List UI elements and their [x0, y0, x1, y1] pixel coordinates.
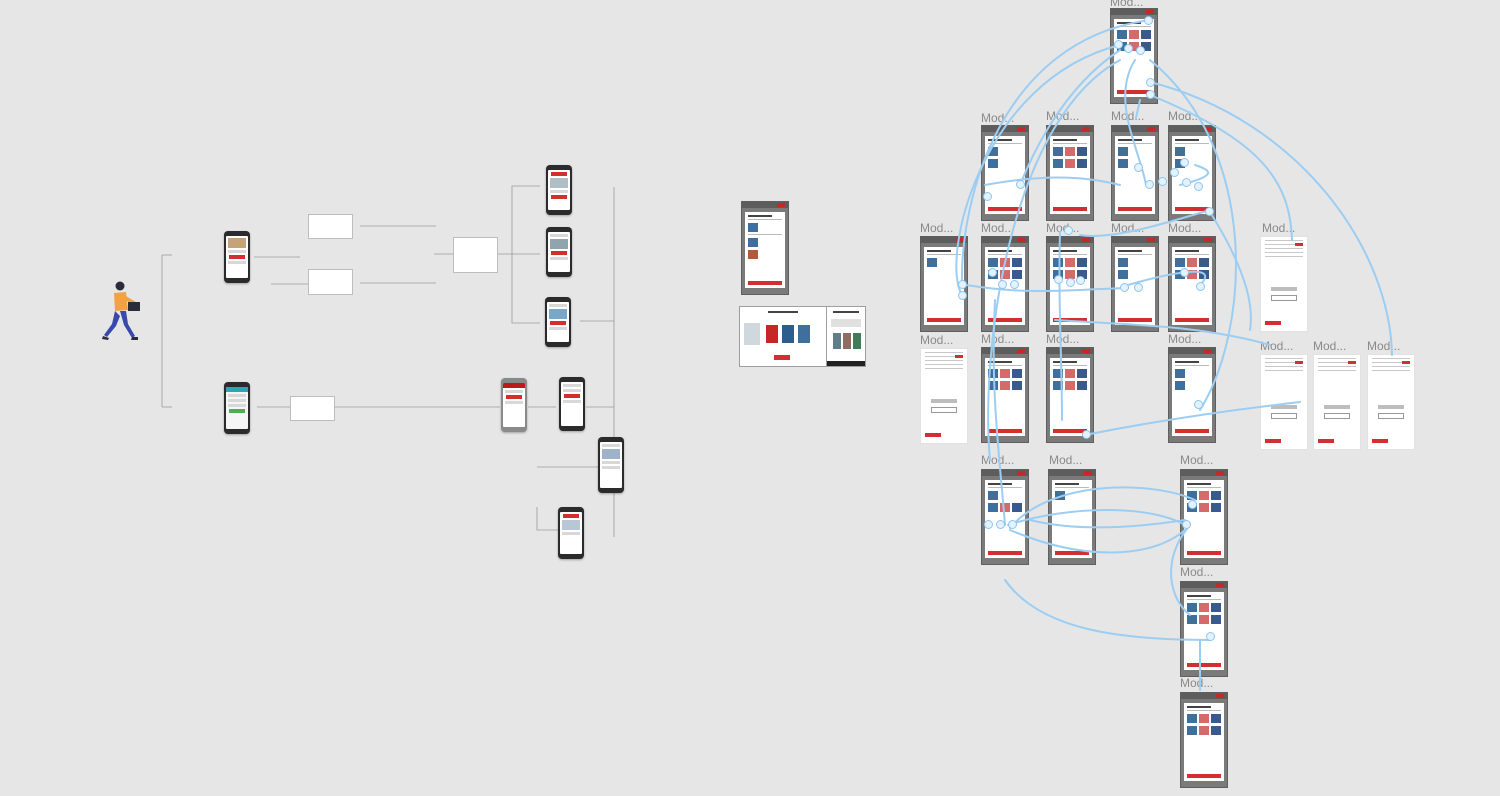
frame-title: Mod...	[981, 221, 1015, 235]
frame-title: Mod...	[981, 111, 1015, 125]
connector-node-icon[interactable]	[984, 520, 993, 529]
frame-title: Mod...	[1313, 339, 1347, 353]
connector-node-icon[interactable]	[1134, 283, 1143, 292]
cart-frame[interactable]	[920, 348, 968, 444]
connector-node-icon[interactable]	[1066, 278, 1075, 287]
frame-title: Mod...	[1049, 453, 1083, 467]
connector-node-icon[interactable]	[1194, 182, 1203, 191]
cart-frame[interactable]	[1313, 354, 1361, 450]
phone-screen-checkout[interactable]	[598, 437, 624, 493]
frame-title: Mod...	[1262, 221, 1296, 235]
prototype-frame[interactable]	[981, 125, 1029, 221]
connector-node-icon[interactable]	[998, 280, 1007, 289]
frame-title: Mod...	[1111, 221, 1145, 235]
frame-title: Mod...	[920, 333, 954, 347]
phone-screen-product[interactable]	[546, 165, 572, 215]
connector-node-icon[interactable]	[958, 280, 967, 289]
connector-node-icon[interactable]	[1114, 40, 1123, 49]
connector-node-icon[interactable]	[996, 520, 1005, 529]
connector-node-icon[interactable]	[1016, 180, 1025, 189]
cart-frame[interactable]	[1367, 354, 1415, 450]
connector-node-icon[interactable]	[983, 192, 992, 201]
connector-node-icon[interactable]	[1180, 268, 1189, 277]
phone-screen-app[interactable]	[224, 382, 250, 434]
phone-screen-detail[interactable]	[545, 297, 571, 347]
frame-title: Mod...	[1046, 332, 1080, 346]
prototype-frame[interactable]	[1180, 692, 1228, 788]
connector-node-icon[interactable]	[1194, 400, 1203, 409]
connector-node-icon[interactable]	[958, 291, 967, 300]
frame-title: Mod...	[1111, 109, 1145, 123]
connector-node-icon[interactable]	[1188, 500, 1197, 509]
recommendation-popup-alt[interactable]	[826, 306, 866, 367]
connector-node-icon[interactable]	[1205, 207, 1214, 216]
prototype-frame[interactable]	[1168, 347, 1216, 443]
connector-node-icon[interactable]	[1054, 275, 1063, 284]
connector-node-icon[interactable]	[1136, 46, 1145, 55]
recommendation-popup[interactable]	[739, 306, 827, 367]
prototype-frame[interactable]	[1046, 347, 1094, 443]
connector-node-icon[interactable]	[1120, 283, 1129, 292]
phone-screen-confirm[interactable]	[558, 507, 584, 559]
flow-step-box[interactable]	[308, 214, 353, 239]
frame-title: Mod...	[1168, 332, 1202, 346]
prototype-frame[interactable]	[1180, 581, 1228, 677]
connector-node-icon[interactable]	[1182, 178, 1191, 187]
frame-title: Mod...	[1180, 676, 1214, 690]
frame-title: Mod...	[1180, 565, 1214, 579]
connector-node-icon[interactable]	[1082, 430, 1091, 439]
frame-title: Mod...	[1260, 339, 1294, 353]
connector-node-icon[interactable]	[988, 268, 997, 277]
connector-node-icon[interactable]	[1134, 163, 1143, 172]
connector-node-icon[interactable]	[1158, 177, 1167, 186]
cart-frame[interactable]	[1260, 354, 1308, 450]
prototype-frame[interactable]	[1048, 469, 1096, 565]
cart-frame[interactable]	[1260, 236, 1308, 332]
frame-title: Mod...	[1367, 339, 1401, 353]
phone-screen-home[interactable]	[224, 231, 250, 283]
connector-node-icon[interactable]	[1196, 282, 1205, 291]
shopper-with-basket-icon	[102, 281, 140, 340]
connector-node-icon[interactable]	[1144, 16, 1153, 25]
prototype-frame[interactable]	[1180, 469, 1228, 565]
connector-node-icon[interactable]	[1064, 226, 1073, 235]
flow-step-box[interactable]	[308, 269, 353, 295]
frame-title: Mod...	[1046, 109, 1080, 123]
connector-node-icon[interactable]	[1008, 520, 1017, 529]
prototype-frame[interactable]	[981, 469, 1029, 565]
connector-node-icon[interactable]	[1145, 180, 1154, 189]
frame-title: Mod...	[1168, 221, 1202, 235]
connector-node-icon[interactable]	[1124, 44, 1133, 53]
frame-title: Mod...	[1110, 0, 1144, 9]
connector-node-icon[interactable]	[1146, 90, 1155, 99]
connector-node-icon[interactable]	[1076, 276, 1085, 285]
connector-node-icon[interactable]	[1146, 78, 1155, 87]
modal-preview-frame[interactable]	[741, 201, 789, 295]
prototype-frame[interactable]	[1046, 125, 1094, 221]
frame-title: Mod...	[981, 332, 1015, 346]
prototype-frame[interactable]	[1168, 236, 1216, 332]
connector-node-icon[interactable]	[1206, 632, 1215, 641]
flow-step-box[interactable]	[453, 237, 498, 273]
prototype-frame[interactable]	[981, 347, 1029, 443]
phone-screen-list[interactable]	[546, 227, 572, 277]
phone-screen-cart[interactable]	[559, 377, 585, 431]
frame-title: Mod...	[920, 221, 954, 235]
frame-title: Mod...	[1180, 453, 1214, 467]
flow-step-box[interactable]	[290, 396, 335, 421]
frame-title: Mod...	[1168, 109, 1202, 123]
connector-node-icon[interactable]	[1170, 168, 1179, 177]
connector-node-icon[interactable]	[1180, 158, 1189, 167]
connector-node-icon[interactable]	[1182, 520, 1191, 529]
prototype-frame[interactable]	[1111, 125, 1159, 221]
phone-screen-modal[interactable]	[501, 378, 527, 432]
frame-title: Mod...	[981, 453, 1015, 467]
connector-node-icon[interactable]	[1010, 280, 1019, 289]
frame-title: Mod...	[1046, 221, 1080, 235]
